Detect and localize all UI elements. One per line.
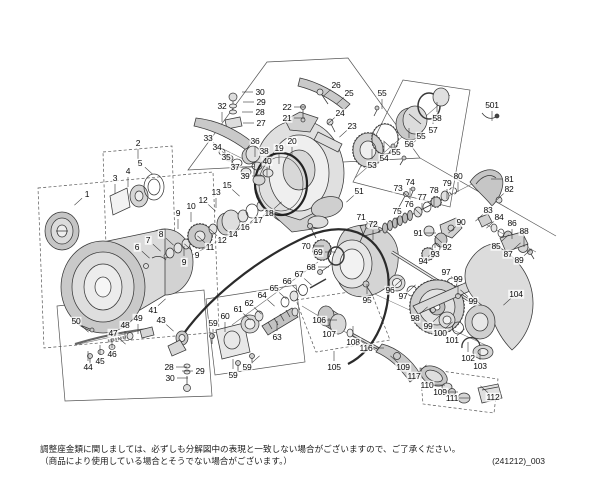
doc-code: (241212)_003 — [492, 456, 545, 466]
footer-note-line2: （商品により使用している場合とそうでない場合がございます。） — [40, 456, 292, 467]
frame-lines — [37, 57, 557, 414]
bail-wire-art — [167, 228, 390, 365]
rotor-art — [253, 111, 345, 239]
washer-kit-art — [109, 173, 165, 216]
connecting-rod-art — [391, 250, 479, 308]
body-art — [309, 221, 399, 298]
parts-artwork — [44, 77, 535, 404]
balancer-art — [469, 169, 504, 207]
footer-note-line1: 調整座金類に関しましては、必ずしも分解図中の表現と一致しない場合がございますので… — [40, 444, 461, 454]
handle-screw-stack-art — [193, 77, 351, 153]
clip-501-art — [481, 112, 500, 119]
drag-assembly-art — [352, 87, 450, 168]
kick-lever-art — [421, 217, 463, 261]
pinion-chain-art — [209, 284, 308, 371]
drag-knob-cap-art — [44, 211, 80, 251]
footer-note: 調整座金類に関しましては、必ずしも分解図中の表現と一致しない場合がございますので… — [40, 443, 460, 468]
body-housing-art — [464, 231, 534, 351]
